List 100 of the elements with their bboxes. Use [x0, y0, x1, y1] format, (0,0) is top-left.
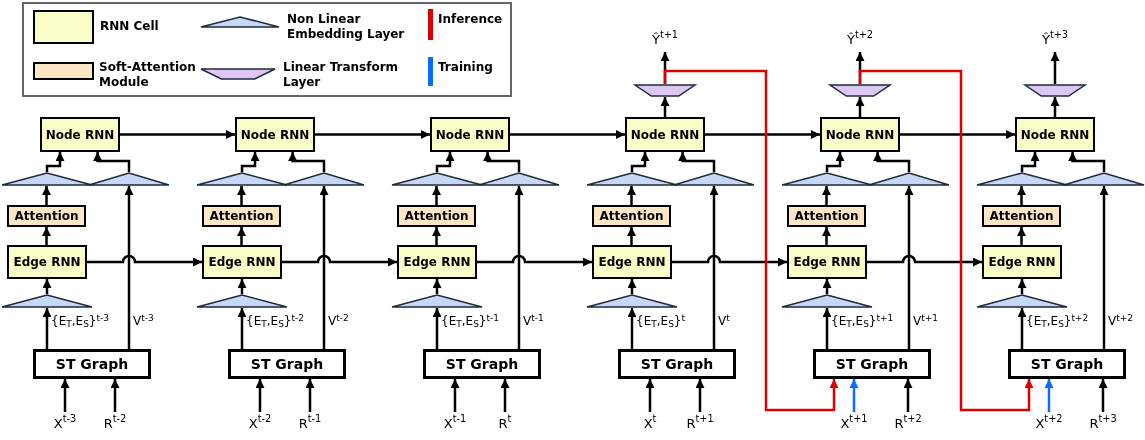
attention-box: Attention	[7, 205, 86, 227]
node-rnn-box: Node RNN	[1015, 117, 1095, 152]
edge-label: {E$_{T}$,E$_{S}$}$^{t-3}$	[51, 313, 109, 329]
legend-label: Linear Transform Layer	[283, 60, 400, 90]
arrow	[1017, 227, 1026, 245]
legend-label: Inference	[438, 12, 504, 27]
attention-box: Attention	[397, 205, 476, 227]
arrow	[500, 379, 510, 412]
embedding-triangle	[283, 172, 365, 186]
embedding-triangle	[1, 294, 93, 308]
arrow	[1068, 152, 1106, 172]
arrow	[288, 152, 326, 172]
input-label: R$^{t+3}$	[1081, 412, 1125, 436]
input-label: R$^{t}$	[483, 412, 527, 436]
graph-box: ST Graph	[33, 349, 151, 379]
arrow	[672, 254, 787, 267]
arrow	[432, 308, 442, 349]
graph-box: ST Graph	[228, 349, 346, 379]
arrow	[315, 130, 430, 139]
arrow	[237, 308, 247, 349]
arrow	[514, 186, 524, 349]
edge-label: {E$_{T}$,E$_{S}$}$^{t}$	[636, 313, 685, 329]
arrow	[1098, 379, 1108, 412]
arrow	[627, 308, 637, 349]
arrow	[319, 186, 329, 349]
input-label: R$^{t+1}$	[678, 412, 722, 436]
arrow	[483, 152, 521, 172]
embedding-triangle	[673, 172, 755, 186]
embedding-triangle	[586, 294, 678, 308]
edge-label: {E$_{T}$,E$_{S}$}$^{t+1}$	[831, 313, 894, 329]
input-label: R$^{t-1}$	[288, 412, 332, 436]
edge-label: {E$_{T}$,E$_{S}$}$^{t+2}$	[1026, 313, 1089, 329]
arrow	[1099, 186, 1109, 349]
embedding-triangle	[868, 172, 950, 186]
arrow	[822, 308, 832, 349]
embedding-triangle	[976, 294, 1068, 308]
transform-trapezoid	[1024, 84, 1086, 97]
arrow	[663, 69, 839, 412]
edge-rnn-box: Edge RNN	[592, 245, 672, 279]
arrow	[825, 152, 845, 172]
attention-box: Attention	[202, 205, 281, 227]
graph-box: ST Graph	[1008, 349, 1126, 379]
arrow	[855, 97, 865, 117]
embedding-triangle	[391, 294, 483, 308]
arrow	[305, 379, 315, 412]
embedding-triangle	[1063, 172, 1145, 186]
arrow	[903, 379, 913, 412]
node-rnn-box: Node RNN	[40, 117, 120, 152]
arrow	[1044, 379, 1054, 412]
arrow	[282, 254, 397, 267]
legend-label: RNN Cell	[100, 19, 160, 34]
arrow	[1050, 52, 1060, 84]
legend-label: Training	[438, 60, 494, 75]
arrow	[87, 254, 202, 267]
input-label: R$^{t-2}$	[93, 412, 137, 436]
embedding-triangle	[781, 294, 873, 308]
arrow	[858, 69, 1034, 412]
arrow	[627, 227, 636, 245]
input-label: R$^{t+2}$	[886, 412, 930, 436]
attention-box: Attention	[982, 205, 1061, 227]
embedding-triangle	[88, 172, 170, 186]
node-rnn-box: Node RNN	[820, 117, 900, 152]
arrow	[627, 279, 637, 294]
arrow	[42, 279, 52, 294]
arrow	[705, 130, 820, 139]
arrow	[110, 379, 120, 412]
graph-box: ST Graph	[813, 349, 931, 379]
legend-label: Soft-Attention Module	[99, 60, 197, 90]
arrow	[900, 130, 1015, 139]
arrow	[432, 279, 442, 294]
embedding-triangle	[196, 294, 288, 308]
arrow	[867, 254, 982, 267]
arrow	[645, 379, 655, 412]
transform-trapezoid	[634, 84, 696, 97]
edge-rnn-box: Edge RNN	[202, 245, 282, 279]
embedding-triangle	[478, 172, 560, 186]
node-rnn-box: Node RNN	[235, 117, 315, 152]
output-label: Ŷ$^{t+1}$	[641, 28, 689, 52]
arrow	[1020, 152, 1040, 172]
input-label: X$^{t-2}$	[238, 412, 282, 436]
edge-rnn-box: Edge RNN	[982, 245, 1062, 279]
node-rnn-box: Node RNN	[625, 117, 705, 152]
arrow	[904, 186, 914, 349]
edge-rnn-box: Edge RNN	[397, 245, 477, 279]
arrow	[237, 227, 246, 245]
arrow	[432, 227, 441, 245]
arrow	[237, 279, 247, 294]
legend-label: Non Linear Embedding Layer	[287, 12, 406, 42]
input-label: X$^{t+1}$	[832, 412, 876, 436]
arrow	[627, 186, 636, 205]
graph-box: ST Graph	[618, 349, 736, 379]
input-label: X$^{t}$	[628, 412, 672, 436]
arrow	[695, 379, 705, 412]
input-label: X$^{t-1}$	[433, 412, 477, 436]
output-label: Ŷ$^{t+2}$	[836, 28, 884, 52]
attention-box: Attention	[592, 205, 671, 227]
output-label: Ŷ$^{t+3}$	[1031, 28, 1079, 52]
arrow	[678, 152, 716, 172]
arrow	[432, 186, 441, 205]
input-label: X$^{t+2}$	[1027, 412, 1071, 436]
